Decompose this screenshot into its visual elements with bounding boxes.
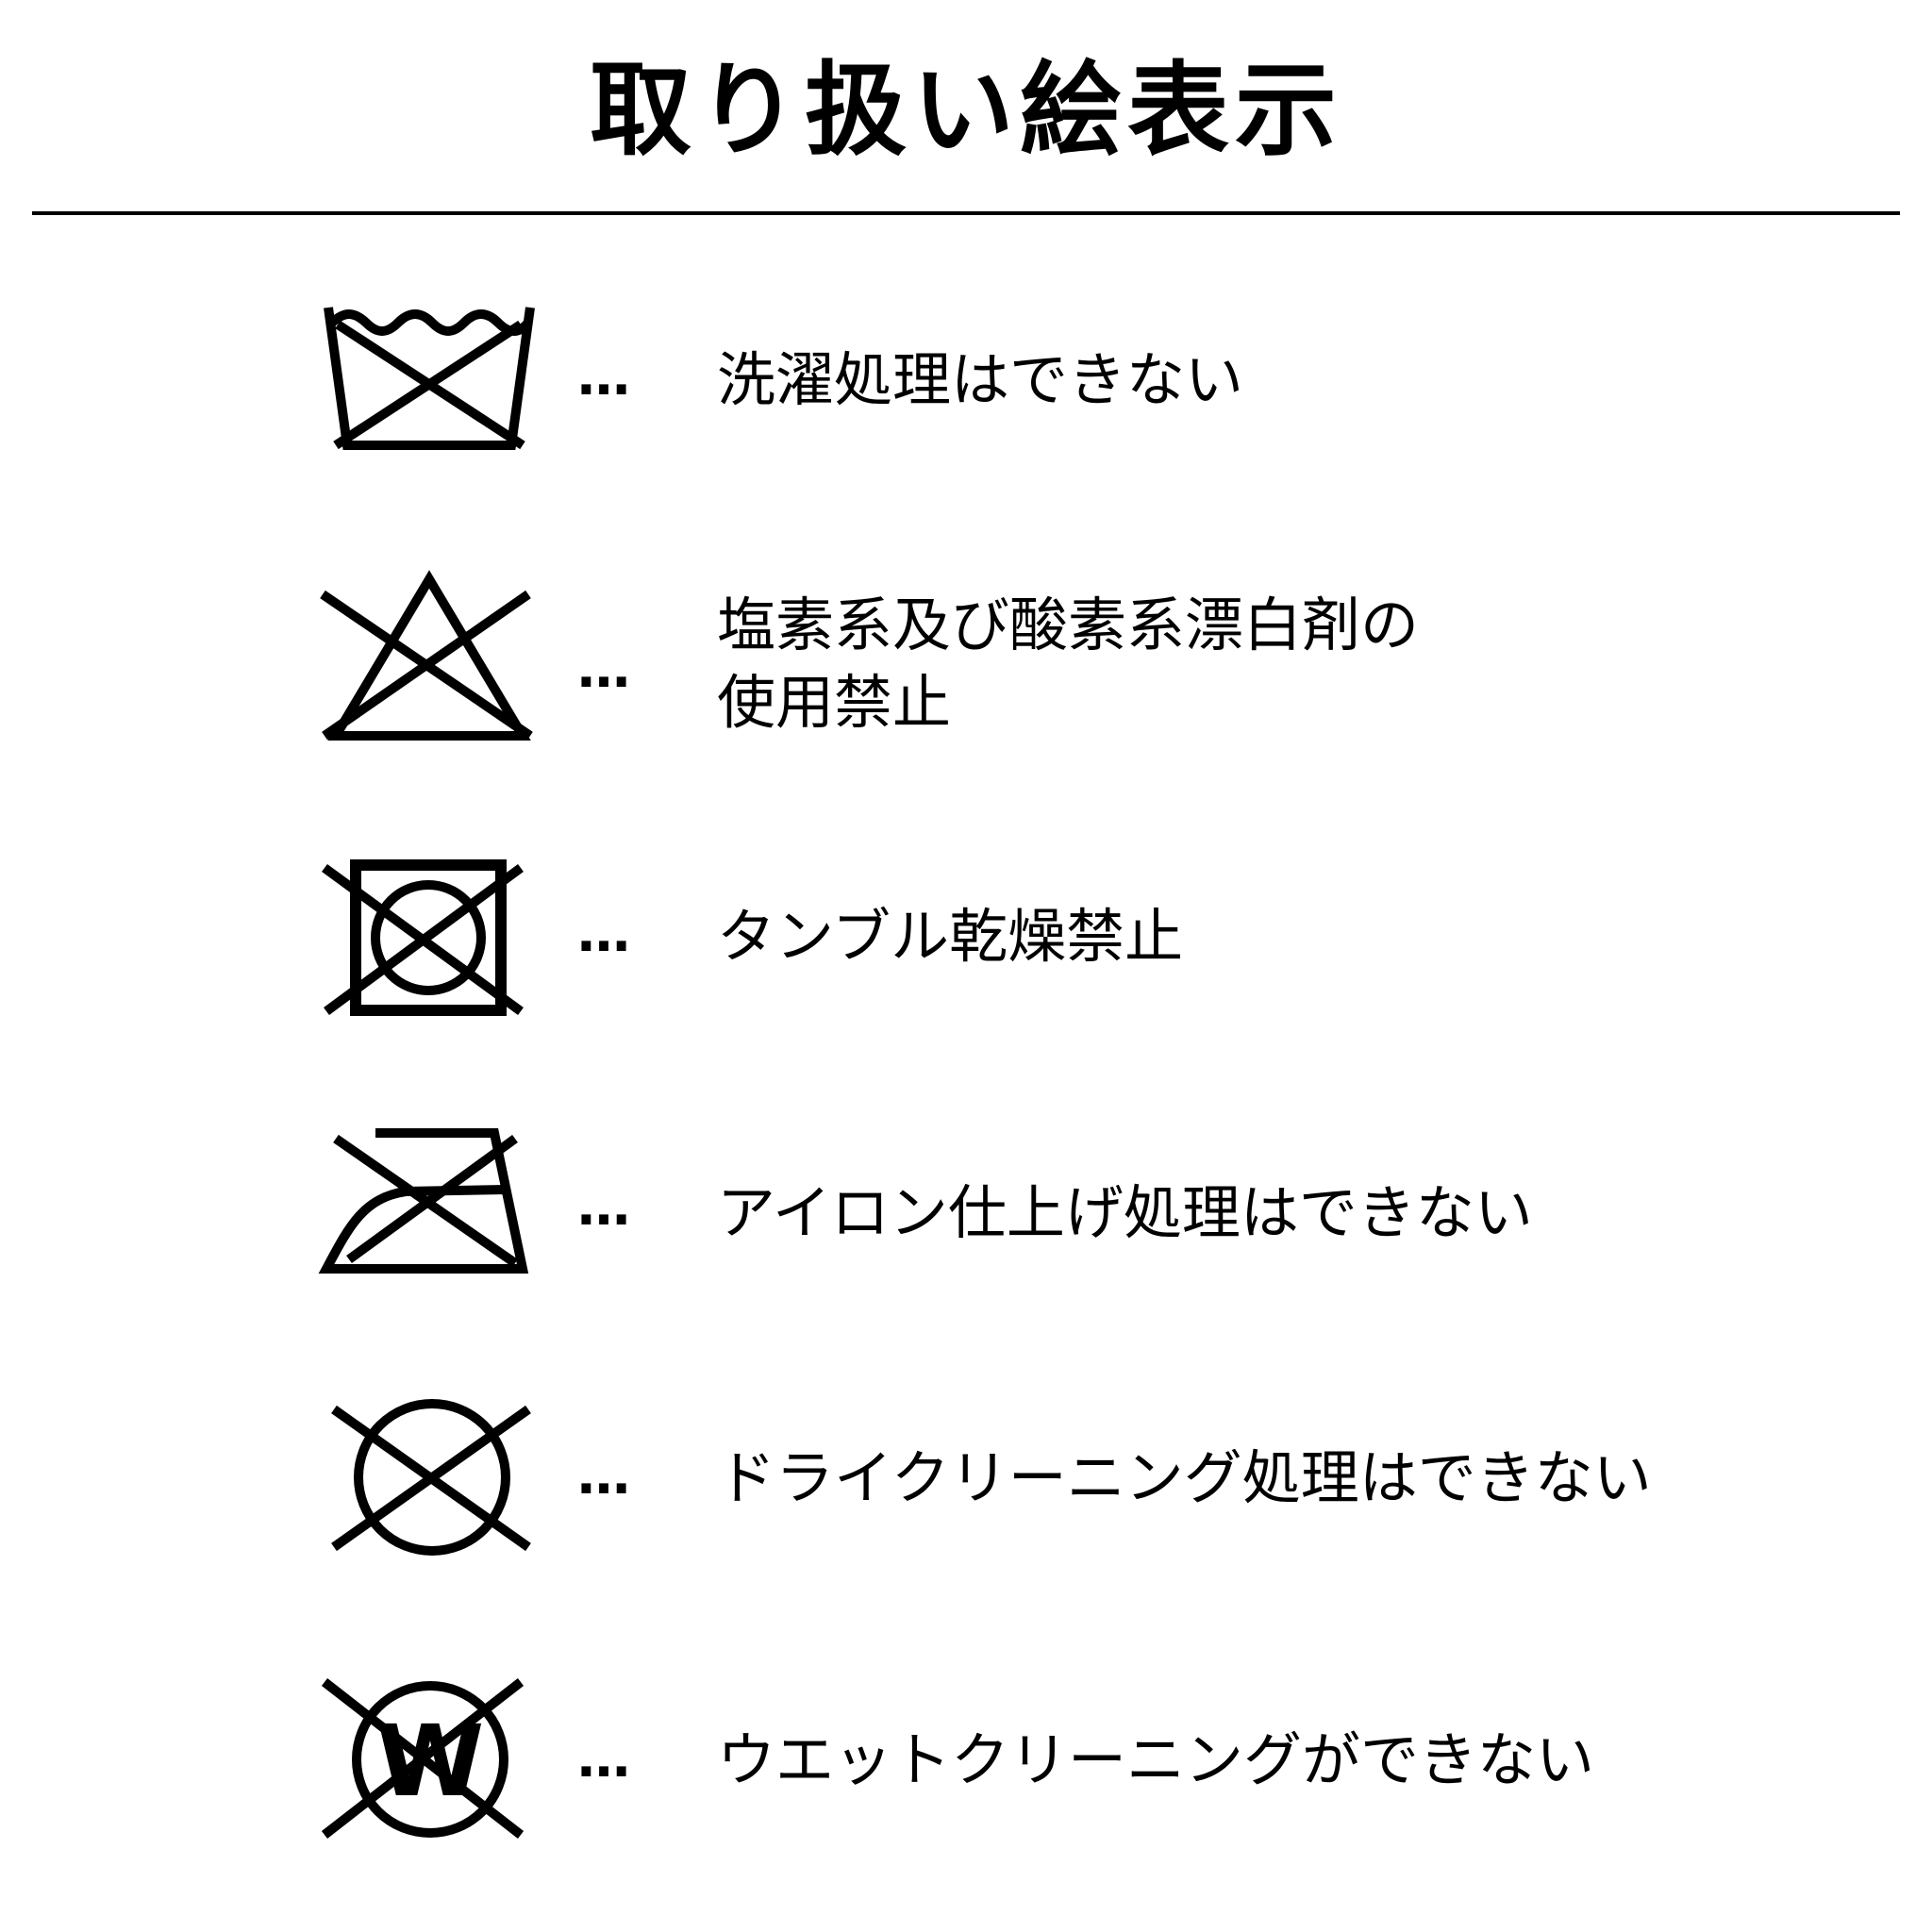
ellipsis: … (577, 346, 634, 408)
no-wet-clean-icon: W (321, 1678, 525, 1839)
care-text: ドライクリーニング処理はできない (717, 1440, 1652, 1517)
care-text: タンブル乾燥禁止 (717, 898, 1183, 975)
no-iron-icon (318, 1128, 529, 1274)
no-tumble-dry-icon (322, 859, 524, 1016)
care-text-line: ウエットクリーニングができない (717, 1725, 1595, 1794)
care-text-line: ドライクリーニング処理はできない (717, 1443, 1652, 1512)
care-text: 塩素系及び酸素系漂白剤の 使用禁止 (717, 587, 1419, 741)
no-bleach-icon (320, 570, 533, 741)
care-text: アイロン仕上げ処理はできない (717, 1174, 1533, 1252)
ellipsis: … (577, 1445, 634, 1507)
care-text-line: アイロン仕上げ処理はできない (717, 1178, 1533, 1247)
care-text: 洗濯処理はできない (717, 341, 1243, 419)
no-wash-icon (324, 307, 535, 450)
ellipsis: … (577, 639, 634, 700)
care-text-line: 使用禁止 (717, 668, 952, 737)
care-text-line: 塩素系及び酸素系漂白剤の (717, 591, 1420, 659)
care-text: ウエットクリーニングができない (717, 1722, 1594, 1799)
care-text-line: 洗濯処理はできない (717, 345, 1244, 414)
page-title: 取り扱い絵表示 (589, 52, 1342, 170)
ellipsis: … (577, 1728, 634, 1790)
ellipsis: … (577, 903, 634, 964)
care-text-line: タンブル乾燥禁止 (717, 902, 1184, 971)
no-dry-clean-icon (331, 1399, 531, 1556)
ellipsis: … (577, 1176, 634, 1238)
wet-clean-letter: W (376, 1704, 485, 1819)
title-divider (32, 211, 1900, 215)
